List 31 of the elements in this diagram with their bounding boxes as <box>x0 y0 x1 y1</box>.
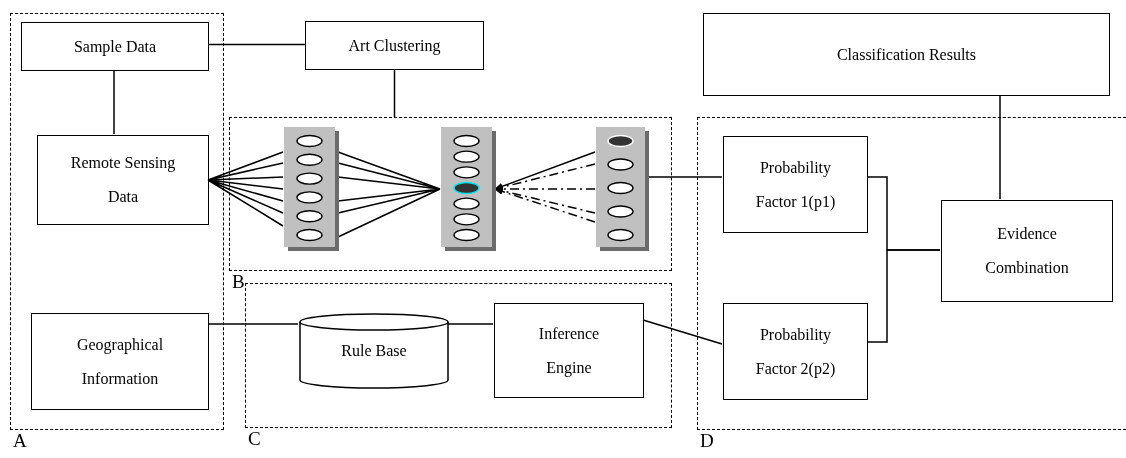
connector-line <box>207 43 306 46</box>
connector-line <box>393 69 396 118</box>
connector-line <box>207 323 299 325</box>
process-box <box>37 135 209 225</box>
group-letter: C <box>248 429 261 448</box>
process-box <box>941 200 1113 302</box>
node-label: Classification Results <box>835 44 978 65</box>
node-label: Inference Engine <box>537 323 601 379</box>
node-label: Art Clustering <box>347 35 442 57</box>
connector-line <box>866 249 941 343</box>
process-box <box>723 303 868 400</box>
connector-line <box>999 95 1001 200</box>
group-letter: A <box>13 431 27 450</box>
connector-line <box>113 69 115 135</box>
process-box <box>305 21 484 70</box>
node-label: Sample Data <box>72 36 158 58</box>
connector-line <box>207 151 284 227</box>
group-letter: D <box>700 431 714 450</box>
node-label: Rule Base <box>340 341 408 362</box>
node-label: Remote Sensing Data <box>69 153 177 207</box>
process-box <box>31 313 209 410</box>
node-label: Geographical Information <box>75 334 165 389</box>
process-box <box>723 136 868 233</box>
node-label: Evidence Combination <box>984 224 1070 278</box>
process-box <box>494 303 644 398</box>
node-label: Probability Factor 2(p2) <box>754 324 837 380</box>
node-label: Probability Factor 1(p1) <box>754 157 837 213</box>
group-letter: B <box>232 272 245 291</box>
process-box <box>21 22 209 71</box>
process-box <box>703 13 1110 96</box>
connector-line <box>642 319 723 345</box>
